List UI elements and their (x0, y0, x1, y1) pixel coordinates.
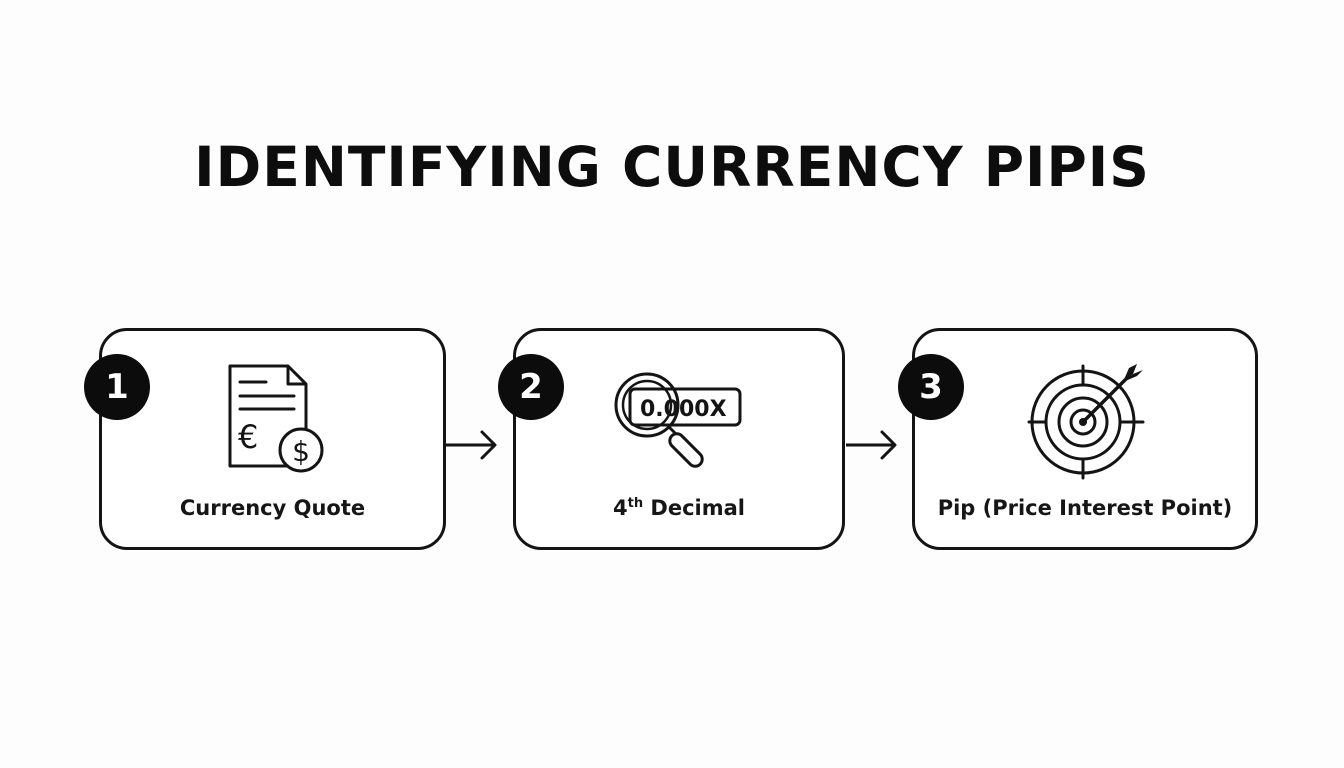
decimal-value-text: 0.000X (640, 397, 727, 422)
step-label-2-prefix: 4 (613, 496, 628, 520)
step-label-2: 4th Decimal (513, 492, 845, 524)
euro-symbol: € (238, 418, 258, 456)
dollar-symbol: $ (292, 435, 310, 468)
step-label-3: Pip (Price Interest Point) (937, 496, 1233, 520)
diagram-title: IDENTIFYING CURRENCY PIPIS (194, 135, 1150, 199)
step-label-2-suffix: Decimal (643, 496, 745, 520)
step-label-2-ordinal: th (627, 496, 644, 511)
magnifier-decimal-icon: 0.000X (610, 366, 750, 474)
step-label-1: Currency Quote (179, 496, 366, 520)
arrow-right-icon (444, 428, 500, 462)
document-currency-icon: € $ (222, 362, 332, 474)
step-badge-2: 2 (498, 354, 564, 420)
target-arrow-icon (1025, 360, 1149, 482)
step-badge-3: 3 (898, 354, 964, 420)
arrow-right-icon (844, 428, 900, 462)
step-badge-1: 1 (84, 354, 150, 420)
